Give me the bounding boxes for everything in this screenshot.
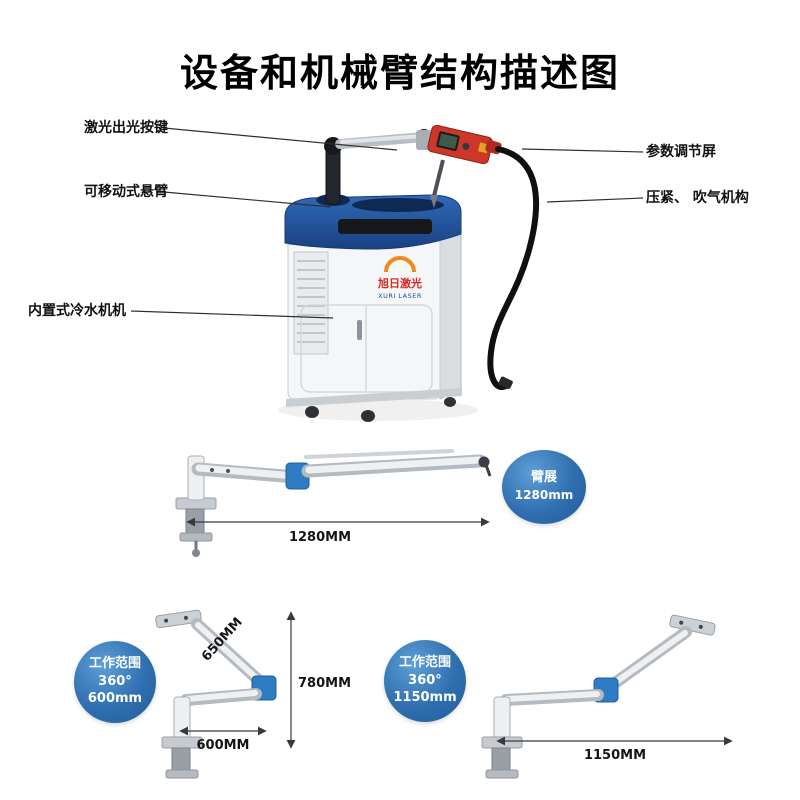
work-range-600-diagram: 650MM 780MM 600MM: [155, 609, 351, 779]
arm-span-badge-title: 臂展: [530, 470, 557, 486]
arm-span-diagram: 1280MM: [175, 449, 492, 557]
callout-water-chiller: 内置式冷水机机: [28, 303, 126, 319]
callout-lines: [130, 127, 644, 319]
callout-press-blow: 压紧、 吹气机构: [646, 190, 749, 206]
work-range-600-badge: 工作范围 360° 600mm: [74, 641, 156, 723]
brand-cn: 旭日激光: [377, 276, 422, 290]
callout-movable-arm: 可移动式悬臂: [84, 184, 168, 200]
machine-illustration: 旭日激光 XURI LASER: [278, 124, 540, 422]
callout-laser-button: 激光出光按键: [84, 120, 168, 136]
dimension-label-780: 780MM: [298, 676, 351, 691]
callout-line-param-screen: [521, 148, 644, 153]
wheel: [361, 410, 375, 422]
dimension-label-600: 600MM: [196, 738, 249, 753]
callout-line-water-chiller: [130, 310, 334, 319]
work-range-600-line1: 工作范围: [88, 655, 141, 671]
vent-grille: [293, 251, 329, 355]
work-range-1150-diagram: 1150MM: [481, 614, 733, 779]
work-range-1150-line2: 360°: [408, 672, 442, 688]
fiber-cable: [485, 140, 540, 390]
cabinet-door: [300, 304, 433, 393]
work-range-600-line2: 360°: [98, 673, 132, 689]
callout-param-screen: 参数调节屏: [646, 144, 716, 160]
callout-line-movable-arm: [163, 191, 332, 208]
sun-icon: [384, 256, 416, 273]
dimension-label-1150: 1150MM: [584, 748, 646, 763]
work-range-1150-line3: 1150mm: [393, 690, 457, 706]
page-title: 设备和机械臂结构描述图: [179, 51, 620, 95]
arm-span-badge: 臂展 1280mm: [502, 450, 586, 524]
machine-cabinet: 旭日激光 XURI LASER: [284, 194, 462, 422]
brand-logo: 旭日激光 XURI LASER: [377, 256, 422, 300]
wheel: [444, 397, 456, 407]
welding-head: [427, 124, 493, 165]
brand-en: XURI LASER: [378, 292, 422, 300]
door-handle: [357, 320, 362, 340]
work-range-1150-badge: 工作范围 360° 1150mm: [384, 640, 466, 722]
work-range-1150-line1: 工作范围: [398, 654, 451, 670]
machine-arm: [316, 129, 432, 206]
arm-span-badge-value: 1280mm: [514, 488, 574, 503]
laser-nozzle: [430, 159, 445, 208]
dimension-label-1280: 1280MM: [289, 530, 351, 545]
wheel: [305, 406, 319, 418]
callout-line-press-blow: [546, 197, 644, 203]
work-range-600-line3: 600mm: [87, 691, 143, 707]
callout-line-laser-button: [163, 127, 398, 151]
floor-shadow: [278, 399, 478, 421]
